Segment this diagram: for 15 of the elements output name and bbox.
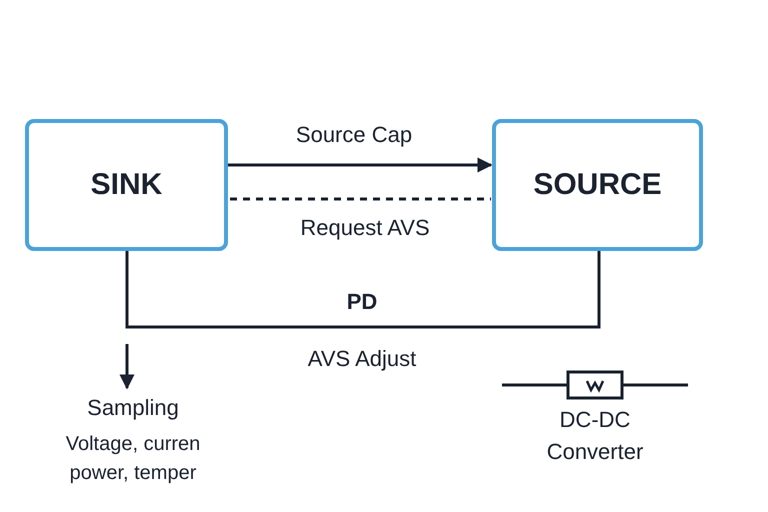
arrow bbox=[228, 158, 492, 172]
annotation-text: AVS Adjust bbox=[308, 346, 416, 372]
heading: Sampling bbox=[87, 394, 179, 422]
box-title: SOURCE bbox=[533, 167, 662, 204]
box-title: SINK bbox=[90, 167, 162, 204]
sink-box bbox=[25, 119, 228, 251]
edge-label: Request AVS bbox=[300, 215, 430, 241]
component-label: DC-DC Converter bbox=[546, 406, 644, 466]
edge-label: PD bbox=[346, 289, 378, 315]
description: Voltage, curren power, temper bbox=[64, 432, 202, 486]
arrow bbox=[120, 344, 134, 390]
source-box bbox=[492, 119, 703, 251]
edge-label: Source Cap bbox=[296, 122, 412, 148]
connector-line bbox=[126, 251, 600, 328]
connector-line bbox=[230, 198, 491, 200]
